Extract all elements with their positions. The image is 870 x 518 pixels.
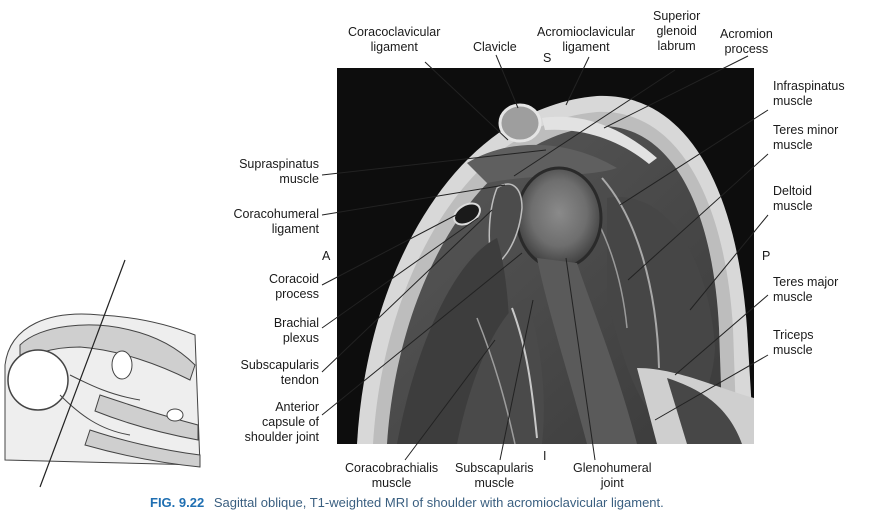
figure-number: FIG. 9.22 xyxy=(150,495,205,510)
label-anterior-capsule: Anterior capsule of shoulder joint xyxy=(244,400,319,444)
label-brachial-plexus: Brachial plexus xyxy=(273,316,319,345)
label-infraspinatus-muscle: Infraspinatus muscle xyxy=(773,79,845,108)
label-acromion-process: Acromion process xyxy=(720,27,773,56)
label-subscapularis-muscle: Subscapularis muscle xyxy=(455,461,534,490)
label-coracoclavicular-ligament: Coracoclavicular ligament xyxy=(348,25,441,54)
label-subscapularis-tendon: Subscapularis tendon xyxy=(240,358,319,387)
label-supraspinatus-muscle: Supraspinatus muscle xyxy=(239,157,319,186)
label-clavicle: Clavicle xyxy=(473,40,517,54)
label-glenohumeral-joint: Glenohumeral joint xyxy=(573,461,652,490)
label-superior-glenoid-labrum: Superior glenoid labrum xyxy=(653,9,701,53)
orientation-posterior: P xyxy=(762,249,771,263)
label-coracohumeral-ligament: Coracohumeral ligament xyxy=(233,207,319,236)
orientation-superior: S xyxy=(543,51,552,65)
mri-image xyxy=(337,68,754,444)
orientation-inferior: I xyxy=(543,449,547,463)
orientation-anterior: A xyxy=(322,249,331,263)
label-coracobrachialis-muscle: Coracobrachialis muscle xyxy=(345,461,439,490)
anatomical-sketch xyxy=(4,259,201,488)
label-acromioclavicular-ligament: Acromioclavicular ligament xyxy=(537,25,635,54)
figure-caption: FIG. 9.22 Sagittal oblique, T1-weighted … xyxy=(150,495,664,510)
label-teres-major-muscle: Teres major muscle xyxy=(773,275,839,304)
caption-text: Sagittal oblique, T1-weighted MRI of sho… xyxy=(213,495,664,510)
label-deltoid-muscle: Deltoid muscle xyxy=(773,184,813,213)
label-teres-minor-muscle: Teres minor muscle xyxy=(773,123,839,152)
label-triceps-muscle: Triceps muscle xyxy=(773,328,814,357)
label-coracoid-process: Coracoid process xyxy=(268,272,319,301)
